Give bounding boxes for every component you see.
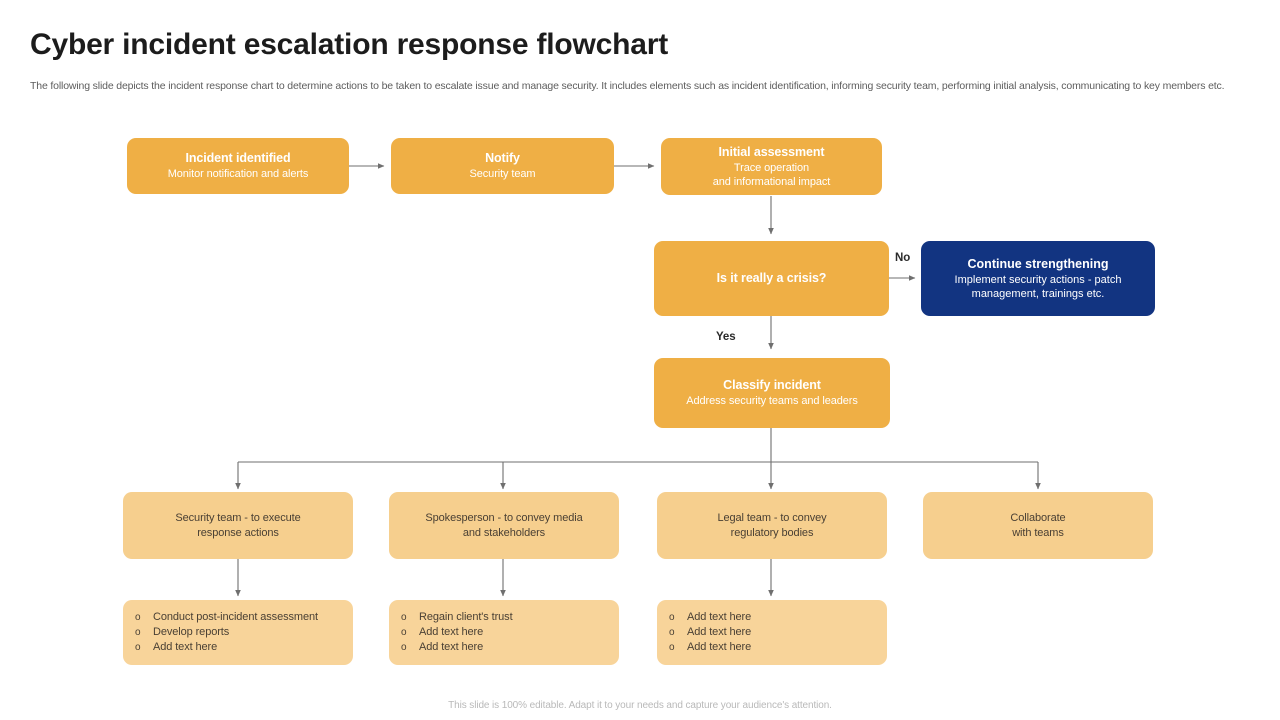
node-title: Is it really a crisis? — [716, 271, 827, 285]
node-label: Security team - to execute response acti… — [175, 512, 301, 539]
node-label: Collaborate with teams — [1010, 512, 1066, 539]
bullet-marker-icon: o — [669, 642, 675, 654]
node-role-legal-team[interactable]: Legal team - to convey regulatory bodies — [657, 492, 887, 559]
bullet-marker-icon: o — [401, 626, 407, 638]
bullet-marker-icon: o — [135, 642, 141, 654]
bullet-marker-icon: o — [135, 626, 141, 638]
edge-label-yes: Yes — [716, 331, 736, 343]
bullet-text: Add text here — [153, 641, 218, 654]
bullet-item: o Add text here — [401, 640, 513, 655]
bullet-text: Develop reports — [153, 625, 230, 638]
bullet-text: Regain client's trust — [419, 610, 513, 623]
bullet-text: Add text here — [687, 610, 752, 623]
bullet-item: o Conduct post-incident assessment — [135, 610, 318, 625]
node-incident-identified[interactable]: Incident identified Monitor notification… — [127, 138, 349, 194]
bullet-text: Add text here — [419, 641, 484, 654]
node-title: Continue strengthening — [967, 256, 1109, 271]
page-subtitle: The following slide depicts the incident… — [30, 80, 1225, 92]
node-classify-incident[interactable]: Classify incident Address security teams… — [654, 358, 890, 428]
bullet-marker-icon: o — [669, 626, 675, 638]
node-role-security-team[interactable]: Security team - to execute response acti… — [123, 492, 353, 559]
node-decision-is-it-really-a-crisis[interactable]: Is it really a crisis? — [654, 241, 889, 316]
bullet-text: Add text here — [687, 625, 752, 638]
page-title: Cyber incident escalation response flowc… — [30, 28, 669, 61]
edge-label-no: No — [895, 252, 911, 264]
node-subtitle: Monitor notification and alerts — [167, 168, 309, 180]
bullet-item: o Add text here — [401, 625, 513, 640]
bullet-text: Add text here — [687, 641, 752, 654]
node-subtitle: Address security teams and leaders — [686, 395, 858, 407]
bullet-item: o Add text here — [669, 640, 751, 655]
bullet-item: o Add text here — [669, 610, 751, 625]
node-label: Legal team - to convey regulatory bodies — [717, 512, 827, 539]
node-role-collaborate[interactable]: Collaborate with teams — [923, 492, 1153, 559]
node-title: Notify — [485, 151, 520, 165]
node-role-spokesperson[interactable]: Spokesperson - to convey media and stake… — [389, 492, 619, 559]
node-label: Spokesperson - to convey media and stake… — [425, 512, 583, 539]
bullet-marker-icon: o — [669, 611, 675, 623]
bullet-marker-icon: o — [401, 642, 407, 654]
bullet-text: Conduct post-incident assessment — [153, 610, 318, 623]
bullet-marker-icon: o — [401, 611, 407, 623]
bullet-text: Add text here — [419, 625, 484, 638]
node-subtitle: Implement security actions - patch manag… — [954, 273, 1122, 300]
node-title: Classify incident — [723, 378, 821, 392]
node-subtitle: Trace operation and informational impact — [712, 161, 831, 188]
node-title: Incident identified — [185, 151, 291, 165]
bullet-item: o Add text here — [669, 625, 751, 640]
node-continue-strengthening[interactable]: Continue strengthening Implement securit… — [921, 241, 1155, 316]
bullet-marker-icon: o — [135, 611, 141, 623]
node-notify[interactable]: Notify Security team — [391, 138, 614, 194]
bullet-item: o Develop reports — [135, 625, 318, 640]
node-subtitle: Security team — [469, 168, 536, 180]
bullet-item: o Regain client's trust — [401, 610, 513, 625]
node-title: Initial assessment — [718, 144, 825, 159]
footer-note: This slide is 100% editable. Adapt it to… — [448, 700, 832, 711]
bullet-item: o Add text here — [135, 640, 318, 655]
node-initial-assessment[interactable]: Initial assessment Trace operation and i… — [661, 138, 882, 195]
